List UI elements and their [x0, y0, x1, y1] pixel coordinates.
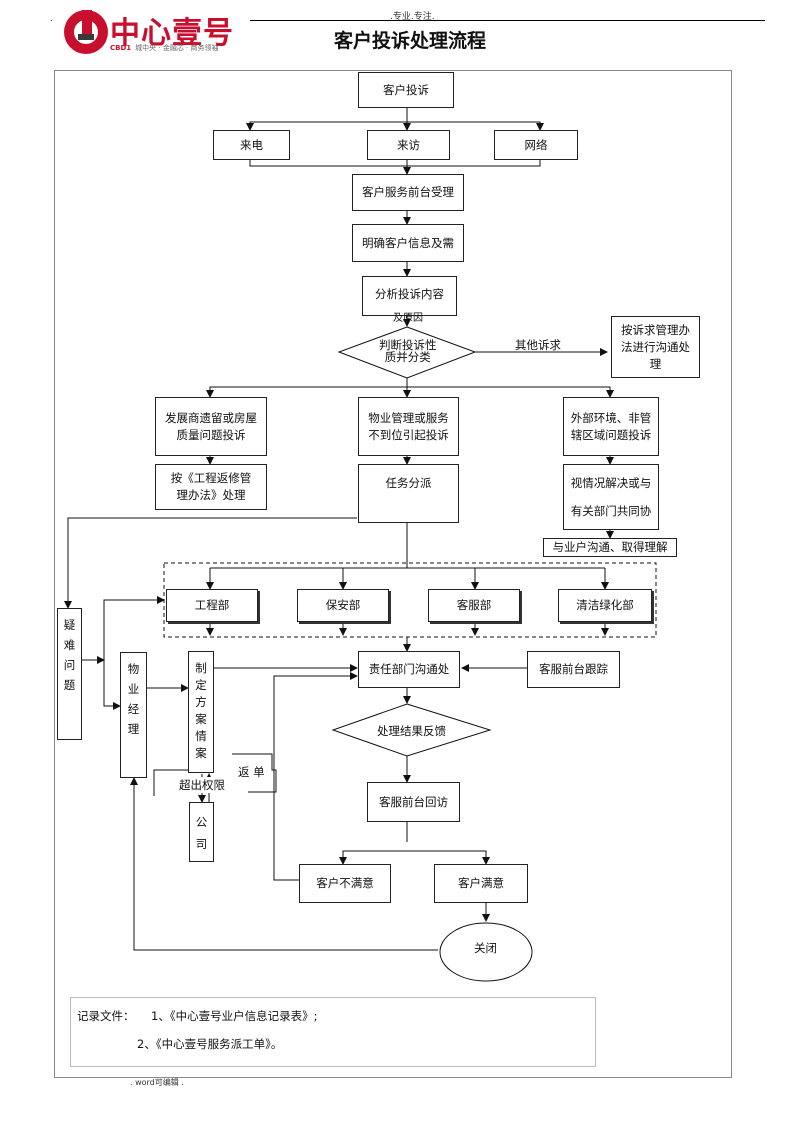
- dept-engineering: 工程部: [166, 589, 258, 622]
- company-char: 公: [195, 815, 208, 829]
- node-other-handle: 按诉求管理办法进行沟通处理: [611, 316, 700, 378]
- header-note: .专业.专注.: [390, 12, 435, 22]
- manager-char: 物: [127, 662, 140, 676]
- records-item-2: 2、《中心壹号服务派工单》。: [137, 1037, 283, 1051]
- footer-note: . word可编辑 .: [130, 1078, 184, 1087]
- plan-char: 案: [195, 746, 207, 760]
- node-case-by-case: 视情况解决或与 有关部门共同协: [563, 464, 659, 530]
- difficult-char: 题: [63, 678, 76, 692]
- records-box: 记录文件： 1、《中心壹号业户信息记录表》; 2、《中心壹号服务派工单》。: [70, 997, 596, 1067]
- node-responsible-dept: 责任部门沟通处: [358, 651, 460, 688]
- node-front-followup: 客服前台跟踪: [527, 651, 620, 688]
- records-item-1: 1、《中心壹号业户信息记录表》;: [151, 1009, 318, 1023]
- node-dispatch: 任务分派: [358, 464, 459, 523]
- difficult-char: 疑: [63, 618, 76, 632]
- node-visit: 来访: [367, 130, 450, 160]
- plan-char: 情: [195, 729, 207, 743]
- plan-char: 制: [195, 661, 207, 675]
- node-phone: 来电: [213, 130, 290, 160]
- dept-cleaning: 清洁绿化部: [558, 589, 652, 622]
- node-revisit: 客服前台回访: [367, 782, 460, 822]
- node-confirm-info: 明确客户信息及需: [352, 224, 464, 262]
- node-analyze: 分析投诉内容: [362, 276, 457, 316]
- manager-char: 经: [127, 702, 140, 716]
- dept-security: 保安部: [297, 589, 389, 622]
- judge-line-1: 判断投诉性: [379, 338, 437, 352]
- node-engineering-method: 按《工程返修管理办法》处理: [155, 464, 267, 510]
- difficult-char: 难: [63, 638, 76, 652]
- logo: [60, 6, 250, 58]
- dept-customer-service: 客服部: [428, 589, 520, 622]
- logo-mark-icon: [64, 10, 108, 54]
- manager-char: 理: [127, 722, 140, 736]
- node-close-label: 关闭: [474, 941, 497, 955]
- node-feedback: 处理结果反馈: [377, 724, 446, 738]
- page-title: 客户投诉处理流程: [333, 30, 486, 52]
- node-network: 网络: [494, 130, 578, 160]
- close-node: [439, 922, 533, 982]
- node-make-plan: 制定方案情案: [188, 651, 214, 773]
- node-satisfied: 客户满意: [434, 864, 528, 903]
- plan-char: 定: [195, 678, 207, 692]
- node-property-manager: 物业经理: [120, 652, 147, 778]
- header-dot: .: [50, 14, 53, 24]
- node-owner-comm: 与业户沟通、取得理解: [543, 538, 677, 557]
- judge-diamond-text: 判断投诉性 质并分类: [379, 339, 437, 363]
- node-analyze-cause: 及原因: [393, 313, 423, 324]
- judge-line-2: 质并分类: [384, 350, 431, 364]
- plan-char: 案: [195, 712, 207, 726]
- node-developer: 发展商遗留或房屋质量问题投诉: [155, 397, 267, 456]
- node-difficult-issue: 疑难问题: [57, 608, 82, 740]
- node-company: 公司: [189, 802, 214, 862]
- difficult-char: 问: [63, 658, 76, 672]
- node-front-desk: 客户服务前台受理: [352, 174, 464, 211]
- diagram-frame: [54, 70, 732, 1078]
- node-property-mgmt: 物业管理或服务不到位引起投诉: [358, 397, 459, 456]
- plan-char: 方: [195, 695, 207, 709]
- label-exceed-authority: 超出权限: [179, 777, 225, 793]
- logo-brand: CBD1: [110, 44, 132, 52]
- records-label: 记录文件：: [77, 1009, 135, 1023]
- node-external: 外部环境、非管辖区域问题投诉: [563, 397, 659, 456]
- logo-tagline: 城中央 · 金融芯 · 商务领袖: [135, 44, 219, 52]
- case-line-1: 视情况解决或与: [570, 476, 652, 490]
- case-line-2: 有关部门共同协: [570, 504, 652, 518]
- manager-char: 业: [127, 682, 140, 696]
- label-return-order: 返 单: [238, 765, 265, 779]
- header-rule: [250, 20, 765, 21]
- label-other: 其他诉求: [515, 338, 561, 352]
- company-char: 司: [195, 837, 208, 851]
- logo-text: 中心壹号: [110, 16, 234, 51]
- node-complaint: 客户投诉: [358, 72, 454, 108]
- node-unsatisfied: 客户不满意: [299, 864, 391, 903]
